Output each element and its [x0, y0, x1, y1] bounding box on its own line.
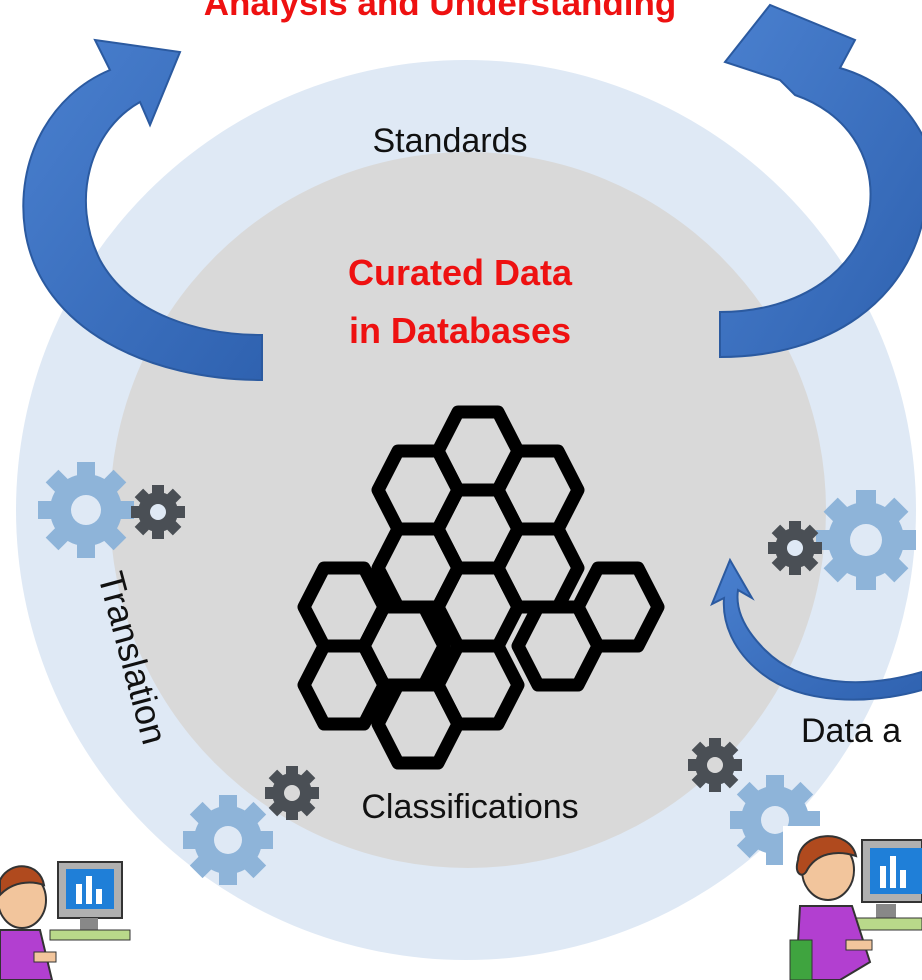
data-label: Data a	[801, 712, 902, 750]
user-at-computer-icon	[783, 826, 922, 980]
gear-icon	[265, 766, 319, 820]
gear-icon	[38, 462, 134, 558]
hexagon-icon	[371, 678, 465, 770]
hexagon-cluster	[297, 405, 665, 770]
right-curved-arrow	[719, 3, 922, 359]
curated-title-line-2: in Databases	[348, 310, 572, 351]
hexagon-icon	[297, 639, 391, 731]
top-title: Analysis and Understanding	[203, 0, 677, 23]
curated-title-line-1: Curated Data	[347, 252, 573, 293]
gear-icon	[816, 490, 916, 590]
gear-icon	[131, 485, 185, 539]
left-curved-arrow	[22, 38, 263, 382]
gear-icon	[768, 521, 822, 575]
gear-icon	[688, 738, 742, 792]
classifications-label: Classifications	[361, 788, 579, 826]
standards-label: Standards	[372, 122, 528, 160]
gear-icon	[183, 795, 273, 885]
user-at-computer-icon	[0, 861, 131, 980]
curated-data-title: Curated Data in Databases	[280, 244, 640, 360]
inner-circle	[110, 152, 826, 868]
small-return-arrow	[710, 557, 922, 701]
hexagon-icon	[511, 600, 605, 692]
